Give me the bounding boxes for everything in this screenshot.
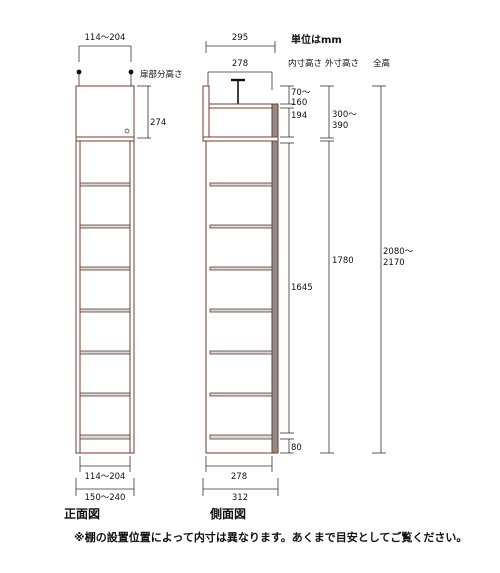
inner-main-height: 1645 (291, 283, 313, 293)
front-door-panel (75, 85, 135, 138)
footnote: ※棚の設置位置によって内寸は異なります。あくまで目安としてご覧ください。 (74, 530, 467, 544)
inner-height-header: 内寸高さ (288, 58, 322, 69)
outer-top-height-2: 390 (332, 121, 348, 131)
total-height-header: 全高 (373, 58, 390, 69)
front-outer-width: 150～240 (85, 493, 126, 503)
side-view-title: 側面図 (209, 506, 246, 521)
outer-main-height: 1780 (332, 256, 354, 266)
side-shelves (209, 182, 273, 440)
front-top-width: 114～204 (85, 33, 126, 43)
door-height-header: 扉部分高さ (140, 69, 183, 80)
total-height-2: 2170 (383, 258, 405, 268)
side-bottom-inner-depth: 278 (231, 472, 247, 482)
front-door-height: 274 (150, 118, 166, 128)
unit-label: 単位はmm (291, 33, 342, 46)
outer-height-header: 外寸高さ (325, 58, 359, 69)
side-top-inner-depth: 278 (232, 59, 248, 69)
inner-top-variable: 70～ (291, 88, 311, 98)
inner-top-variable-2: 160 (291, 98, 307, 108)
front-view: 114～204 扉部分高さ 274 114～20 (64, 33, 183, 521)
side-bottom-outer-depth: 312 (232, 493, 248, 503)
side-body (205, 140, 273, 454)
inner-top-fixed: 194 (291, 111, 307, 121)
height-dimensions: 単位はmm 内寸高さ 外寸高さ 全高 70～ 160 194 1645 80 3… (280, 33, 414, 454)
side-view: 295 278 278 (202, 33, 279, 521)
side-top-depth: 295 (232, 33, 248, 43)
inner-bottom-height: 80 (291, 443, 302, 453)
outer-top-height: 300～ (332, 110, 357, 120)
front-inner-width: 114～204 (85, 472, 126, 482)
front-view-title: 正面図 (64, 507, 100, 521)
front-shelves (79, 182, 131, 440)
side-upper-panel (202, 85, 210, 140)
side-back-panel (271, 140, 279, 454)
total-height: 2080～ (383, 247, 414, 257)
